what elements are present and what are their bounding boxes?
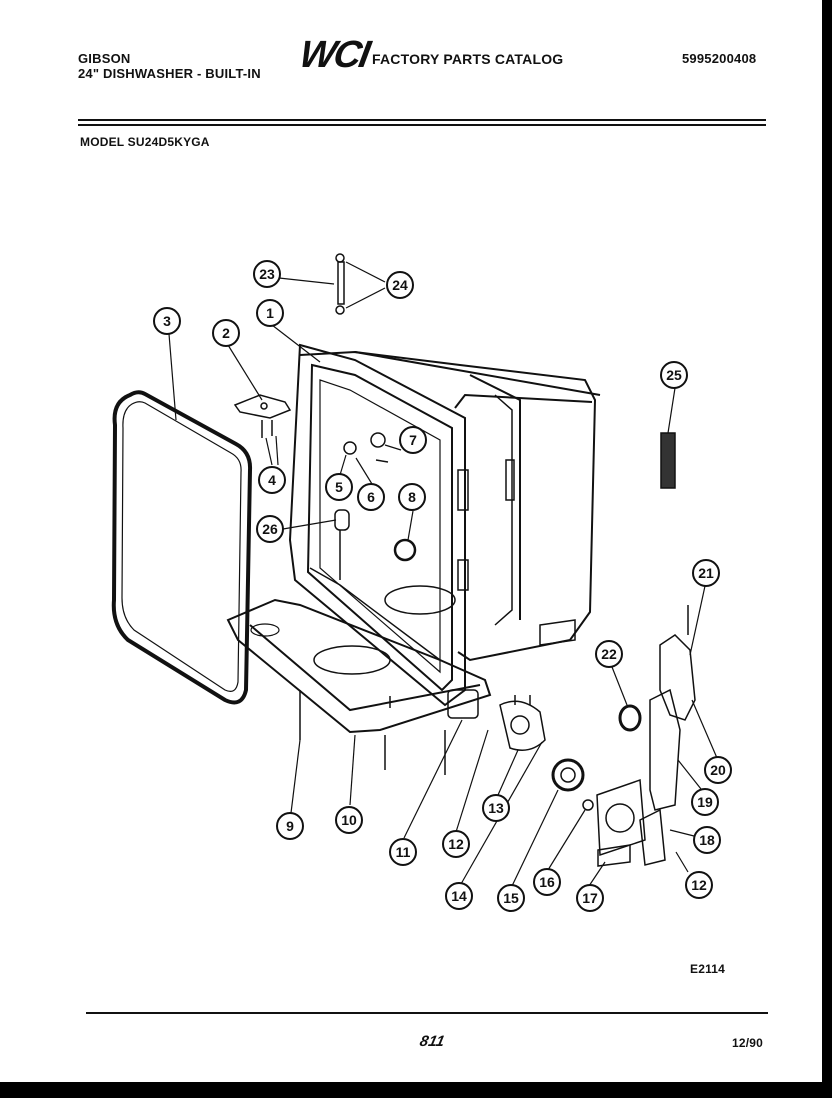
svg-text:19: 19 <box>697 794 713 810</box>
model-number: MODEL SU24D5KYGA <box>80 135 210 149</box>
callout-11: 11 <box>389 838 417 866</box>
svg-text:23: 23 <box>259 266 275 282</box>
revision-date: 12/90 <box>732 1036 764 1050</box>
callout-10: 10 <box>335 806 363 834</box>
catalog-number: 5995200408 <box>682 51 757 66</box>
svg-text:8: 8 <box>408 489 416 505</box>
svg-text:22: 22 <box>601 646 617 662</box>
svg-text:12: 12 <box>448 836 464 852</box>
svg-text:7: 7 <box>409 432 417 448</box>
callout-16: 16 <box>533 868 561 896</box>
callout-17: 17 <box>576 884 604 912</box>
svg-text:25: 25 <box>666 367 682 383</box>
product-description: 24" DISHWASHER - BUILT-IN <box>78 66 261 81</box>
leader-lines <box>168 261 718 887</box>
svg-text:12: 12 <box>691 877 707 893</box>
svg-text:11: 11 <box>396 844 411 860</box>
svg-text:13: 13 <box>488 800 504 816</box>
mount-plate <box>596 778 646 867</box>
catalog-sheet: GIBSON 24" DISHWASHER - BUILT-IN WCI FAC… <box>0 0 822 1082</box>
callout-3: 3 <box>153 307 181 335</box>
svg-text:20: 20 <box>710 762 726 778</box>
svg-text:10: 10 <box>341 812 357 828</box>
callout-24: 24 <box>386 271 414 299</box>
callout-1: 1 <box>256 299 284 327</box>
callout-14: 14 <box>445 882 473 910</box>
callout-2: 2 <box>212 319 240 347</box>
pump-assembly <box>444 689 594 811</box>
header-rule-top <box>78 119 766 121</box>
callout-19: 19 <box>691 788 719 816</box>
base-plate <box>226 598 492 770</box>
callout-7: 7 <box>399 426 427 454</box>
catalog-title: FACTORY PARTS CATALOG <box>372 51 564 67</box>
callout-labels: 23 24 1 2 3 4 5 6 7 8 26 25 21 22 20 19 … <box>153 260 732 912</box>
callout-6: 6 <box>357 483 385 511</box>
svg-text:9: 9 <box>286 818 294 834</box>
callout-22: 22 <box>595 640 623 668</box>
callout-13: 13 <box>482 794 510 822</box>
fasteners <box>334 253 676 580</box>
svg-text:15: 15 <box>503 890 519 906</box>
svg-text:21: 21 <box>698 565 714 581</box>
page-number: 811 <box>418 1033 447 1050</box>
latch-assembly <box>618 605 696 866</box>
callout-5: 5 <box>325 473 353 501</box>
svg-text:18: 18 <box>699 832 715 848</box>
header-rule-bottom <box>78 124 766 126</box>
svg-text:3: 3 <box>163 313 171 329</box>
callout-15: 15 <box>497 884 525 912</box>
door-gasket <box>111 390 253 705</box>
callout-26: 26 <box>256 515 284 543</box>
callout-18: 18 <box>693 826 721 854</box>
callout-25: 25 <box>660 361 688 389</box>
svg-text:6: 6 <box>367 489 375 505</box>
callout-21: 21 <box>692 559 720 587</box>
svg-text:5: 5 <box>335 479 343 495</box>
callout-12a: 12 <box>442 830 470 858</box>
hinge-bracket <box>233 394 292 438</box>
callout-20: 20 <box>704 756 732 784</box>
svg-text:1: 1 <box>266 305 274 321</box>
svg-text:14: 14 <box>451 888 467 904</box>
footer-rule <box>86 1012 768 1014</box>
svg-text:4: 4 <box>268 472 276 488</box>
callout-4: 4 <box>258 466 286 494</box>
svg-text:24: 24 <box>392 277 408 293</box>
callout-8: 8 <box>398 483 426 511</box>
diagram-code: E2114 <box>690 962 726 976</box>
callout-23: 23 <box>253 260 281 288</box>
exploded-parts-diagram: 23 24 1 2 3 4 5 6 7 8 26 25 21 22 20 19 … <box>111 253 732 912</box>
brand-name: GIBSON <box>78 51 131 66</box>
callout-12b: 12 <box>685 871 713 899</box>
tub-assembly <box>288 343 601 707</box>
svg-text:17: 17 <box>582 890 598 906</box>
svg-text:26: 26 <box>262 521 278 537</box>
svg-text:2: 2 <box>222 325 230 341</box>
svg-text:16: 16 <box>539 874 555 890</box>
callout-9: 9 <box>276 812 304 840</box>
